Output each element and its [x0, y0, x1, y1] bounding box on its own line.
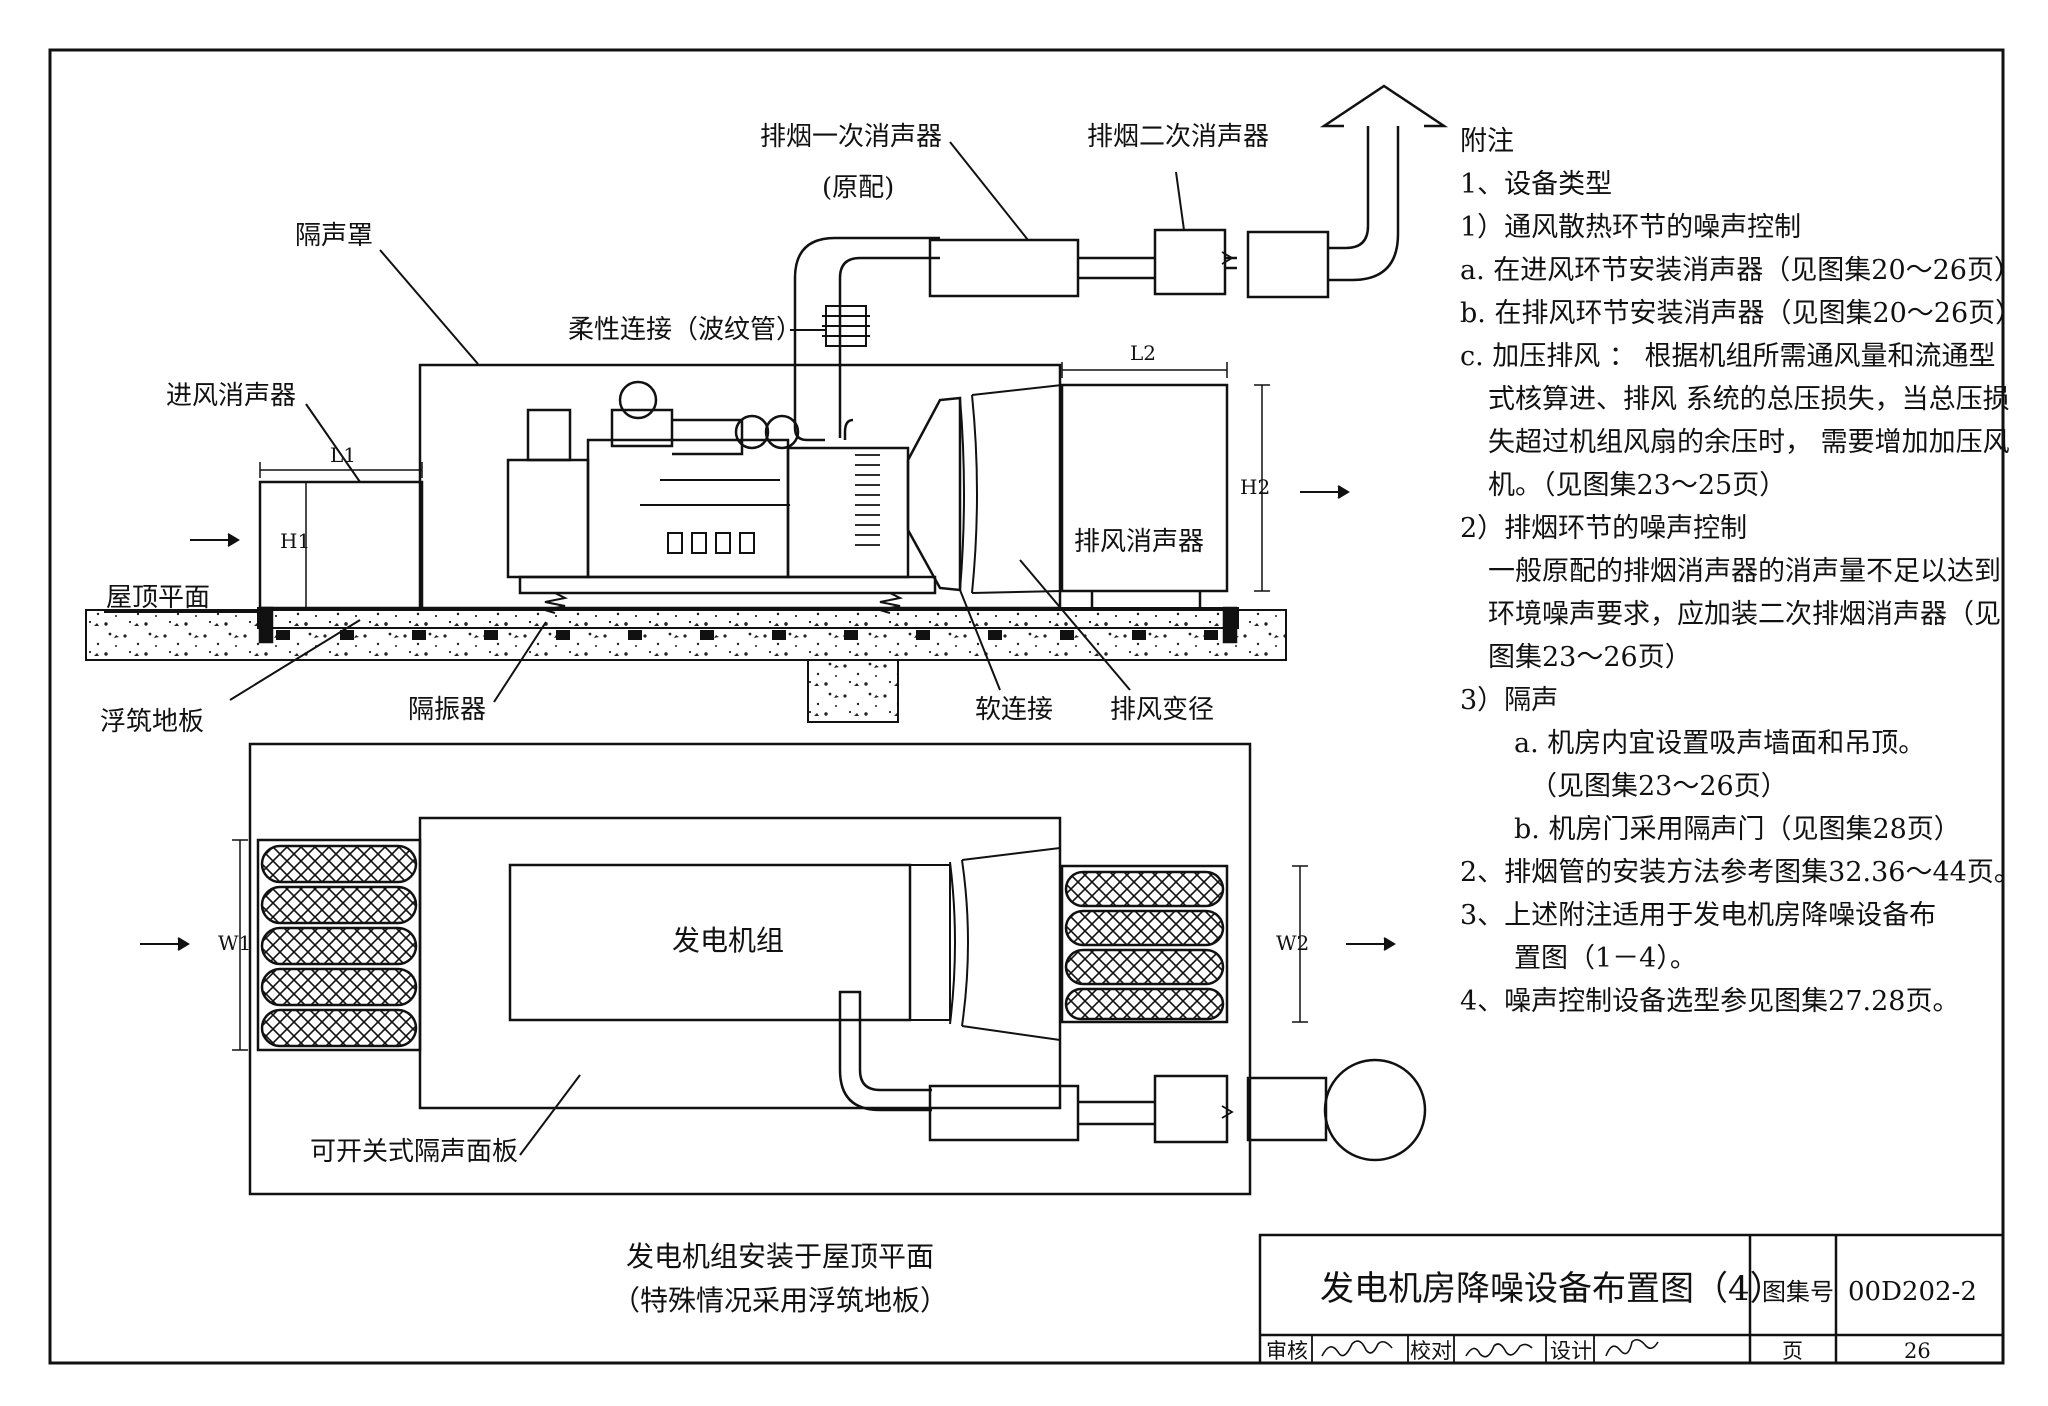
note-line: 1、设备类型 — [1460, 169, 1613, 200]
dim-h2: H2 — [1240, 475, 1270, 499]
signatures — [1321, 1338, 1659, 1358]
note-line: 失超过机组风扇的余压时， 需要增加加压风 — [1488, 427, 2010, 458]
plan-enclosure — [418, 816, 1062, 1110]
label-floating-floor: 浮筑地板 — [100, 707, 204, 737]
genset-base — [518, 575, 937, 595]
label-intake-muffler: 进风消声器 — [166, 381, 296, 411]
label-soft-connection: 软连接 — [975, 695, 1053, 725]
note-line: 式核算进、排风 系统的总压损失，当总压损 — [1488, 384, 2010, 415]
exhaust-air-muffler — [1060, 383, 1229, 593]
title-block-page-label: 页 — [1782, 1339, 1803, 1363]
note-line: 图集23～26页） — [1488, 642, 1692, 673]
label-exhaust-muffler-1: 排烟一次消声器 — [760, 122, 942, 152]
vibration-isolator-springs — [544, 592, 904, 614]
label-exhaust-muffler-1-note: (原配) — [822, 173, 894, 203]
title-block — [1258, 1233, 2005, 1365]
label-vibration-isolator: 隔振器 — [408, 695, 486, 725]
drawing-frame — [48, 48, 2005, 1365]
note-line: a. 在进风环节安装消声器（见图集20～26页） — [1460, 255, 2021, 286]
dim-h1: H1 — [280, 529, 310, 553]
intake-muffler — [258, 480, 424, 610]
label-roof-plane: 屋顶平面 — [106, 583, 210, 613]
note-line: 3、上述附注适用于发电机房降噪设备布 — [1460, 900, 1937, 931]
exhaust-pipe-plan — [838, 990, 1427, 1162]
dim-l1: L1 — [330, 443, 356, 467]
notes-panel: 附注 1、设备类型 1）通风散热环节的噪声控制 a. 在进风环节安装消声器（见图… — [1460, 120, 2023, 1023]
title-block-atlas-label: 图集号 — [1762, 1278, 1834, 1306]
airflow-arrows-elevation — [190, 485, 1350, 547]
soft-connection — [959, 394, 978, 594]
notes-heading: 附注 — [1460, 126, 1514, 157]
caption-line-2: （特殊情况采用浮筑地板） — [611, 1284, 948, 1317]
plan-room-outline — [248, 742, 1252, 1196]
title-block-page-no: 26 — [1904, 1339, 1931, 1363]
label-exhaust-air-muffler: 排风消声器 — [1074, 527, 1204, 557]
note-line: 置图（1－4）。 — [1514, 943, 1697, 974]
note-line: b. 在排风环节安装消声器（见图集20～26页） — [1460, 298, 2023, 329]
title-block-atlas-no: 00D202-2 — [1848, 1277, 1977, 1307]
note-line: 1）通风散热环节的噪声控制 — [1460, 212, 1802, 243]
label-enclosure: 隔声罩 — [295, 221, 373, 251]
leader-lines-elevation — [104, 141, 1185, 703]
note-line: 4、噪声控制设备选型参见图集27.28页。 — [1460, 986, 1960, 1017]
dim-l2: L2 — [1130, 341, 1156, 365]
note-line: a. 机房内宜设置吸声墙面和吊顶。 — [1514, 728, 1926, 759]
note-line: 一般原配的排烟消声器的消声量不足以达到 — [1488, 556, 2001, 587]
note-line: （见图集23～26页） — [1530, 771, 1788, 802]
note-line: 2、排烟管的安装方法参考图集32.36～44页。 — [1460, 857, 2021, 888]
title-block-check-label: 校对 — [1410, 1339, 1452, 1363]
drawing-caption: 发电机组安装于屋顶平面 （特殊情况采用浮筑地板） — [560, 1235, 1000, 1323]
title-block-review-label: 审核 — [1266, 1339, 1308, 1363]
dim-w1: W1 — [218, 931, 251, 955]
exhaust-pipe-elevation — [793, 84, 1449, 440]
note-line: 机。（见图集23～25页） — [1488, 470, 1787, 501]
roof-beam — [807, 659, 899, 723]
note-line: 2）排烟环节的噪声控制 — [1460, 513, 1748, 544]
label-genset: 发电机组 — [672, 924, 784, 957]
plan-view — [140, 742, 1427, 1196]
exhaust-muffler-2-elev — [1153, 228, 1227, 296]
label-exhaust-muffler-2: 排烟二次消声器 — [1087, 122, 1269, 152]
airflow-arrows-plan — [140, 937, 1396, 951]
caption-line-1: 发电机组安装于屋顶平面 — [625, 1240, 934, 1273]
dim-w2: W2 — [1276, 931, 1309, 955]
exhaust-outlet-arrow — [1319, 84, 1449, 128]
plan-intake-muffler — [256, 838, 422, 1052]
note-line: 3）隔声 — [1460, 685, 1559, 716]
elevation-view — [85, 84, 1449, 723]
plan-exhaust-muffler — [1060, 864, 1229, 1024]
label-flex-connection: 柔性连接（波纹管） — [568, 315, 802, 345]
exhaust-outlet-circle — [1323, 1058, 1427, 1162]
title-block-design-label: 设计 — [1550, 1339, 1592, 1363]
label-openable-panel: 可开关式隔声面板 — [310, 1137, 518, 1167]
exhaust-reducer — [906, 396, 962, 592]
floating-floor — [257, 607, 1239, 629]
enclosure-hood — [418, 363, 1062, 610]
note-line: b. 机房门采用隔声门（见图集28页） — [1514, 814, 1961, 845]
label-exhaust-reducer: 排风变径 — [1110, 695, 1214, 725]
note-line: c. 加压排风 ： 根据机组所需通风量和流通型 — [1460, 341, 1996, 372]
note-line: 环境噪声要求，应加装二次排烟消声器（见 — [1488, 599, 2001, 630]
title-block-title: 发电机房降噪设备布置图（4） — [1320, 1269, 1784, 1309]
exhaust-muffler-1-elev — [928, 238, 1080, 298]
floating-floor-pads — [276, 630, 1218, 640]
